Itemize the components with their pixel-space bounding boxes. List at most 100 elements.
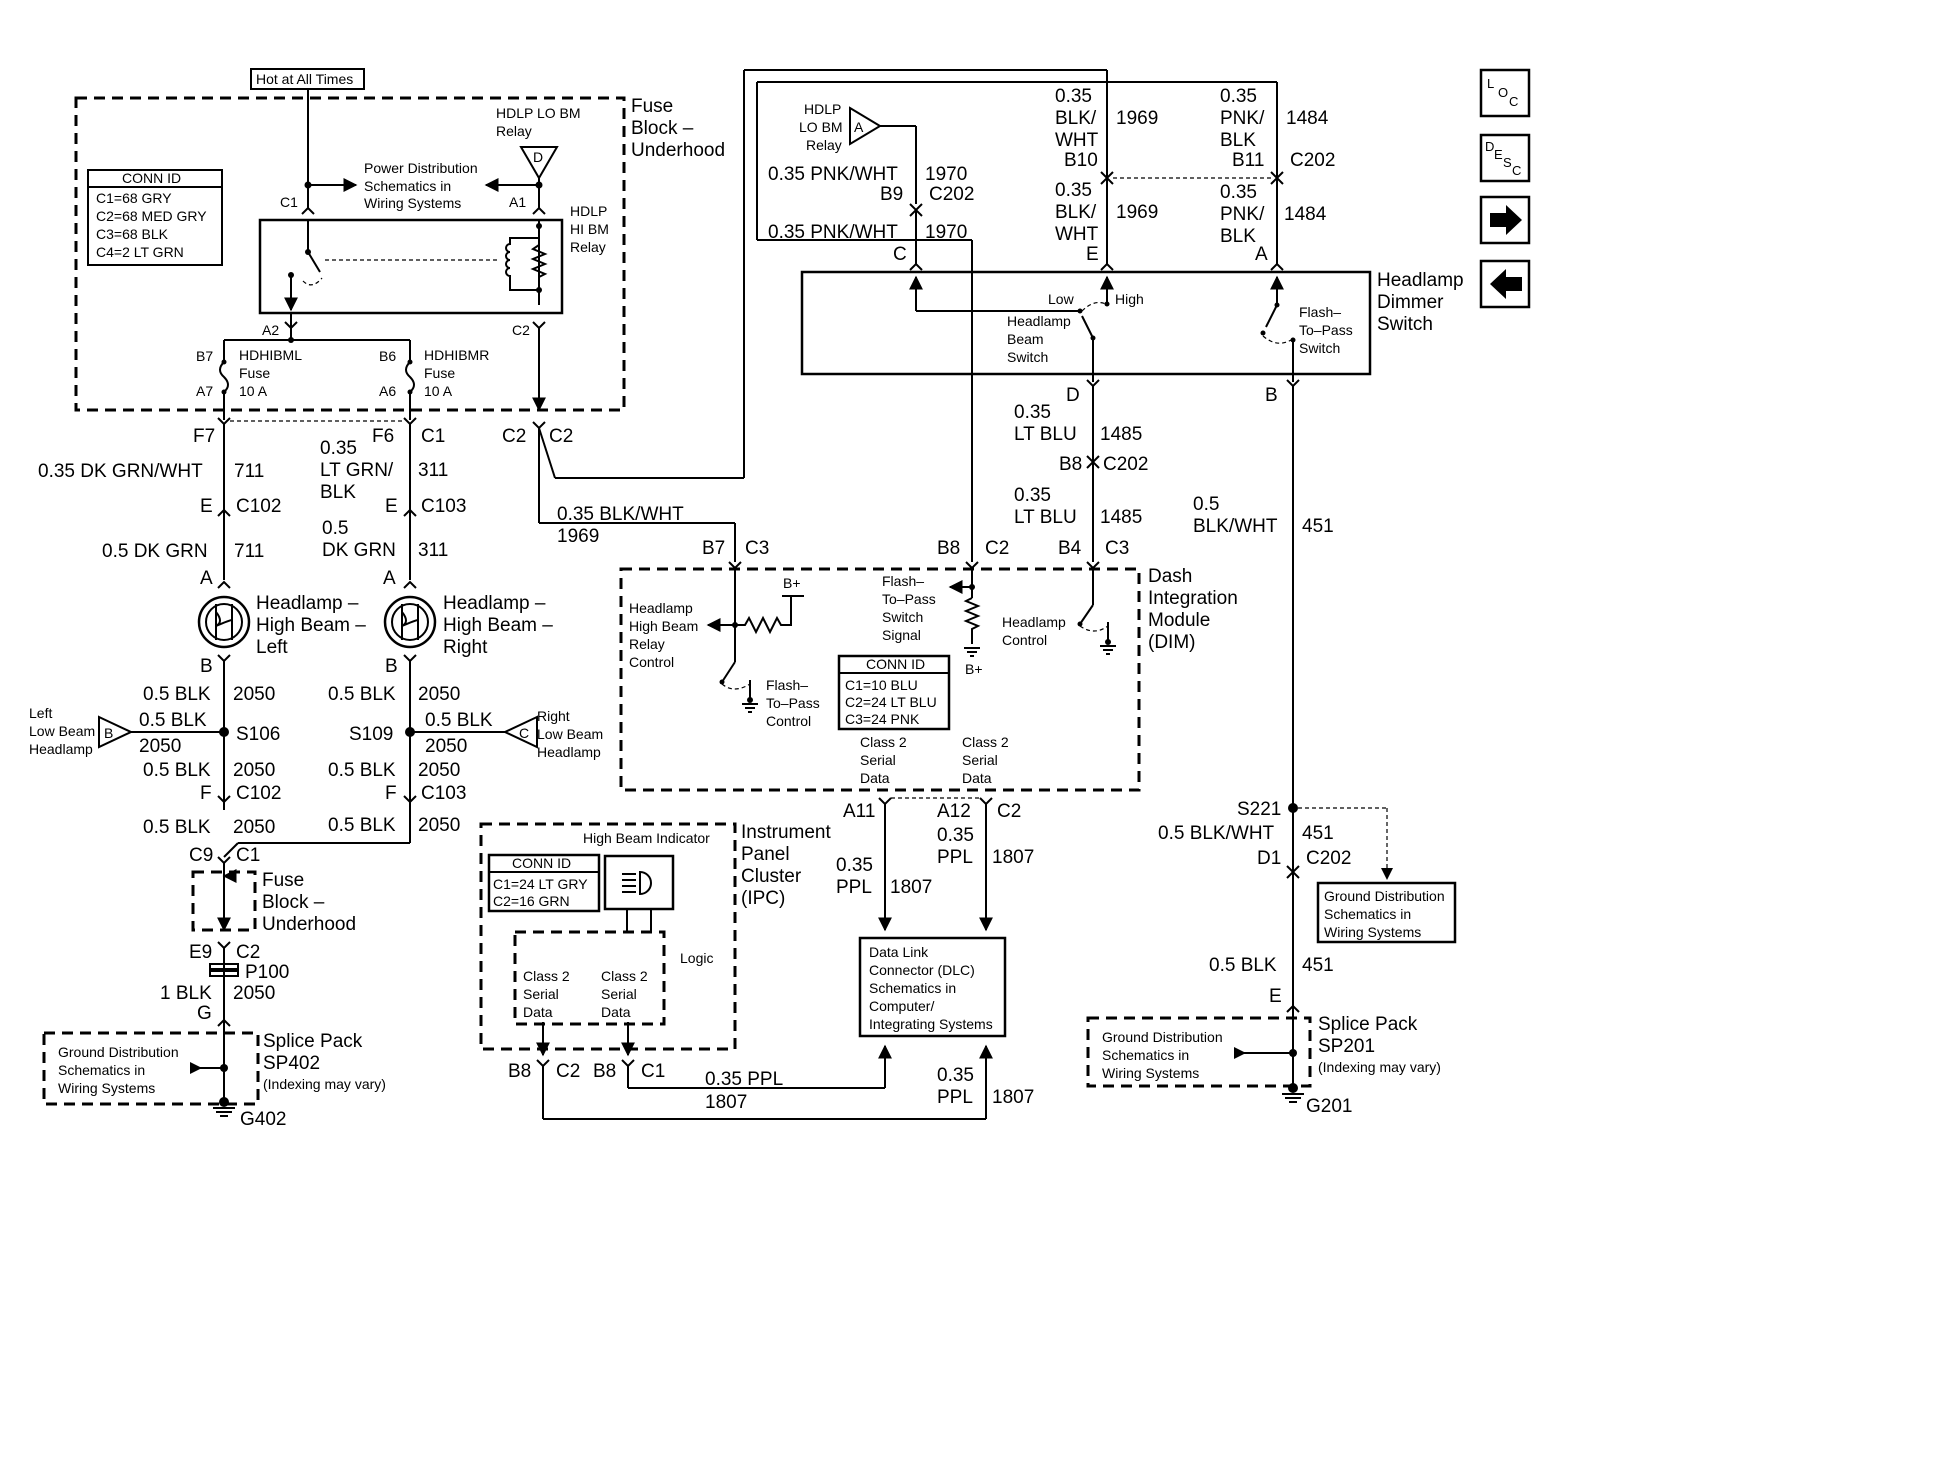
svg-text:Schematics in: Schematics in — [58, 1062, 145, 1078]
ipc-title: Cluster — [741, 866, 802, 887]
headlamp-left-label: Headlamp – — [256, 593, 359, 614]
dim-title: (DIM) — [1148, 632, 1195, 653]
svg-text:S109: S109 — [349, 724, 393, 745]
lo-relay-label: HDLP LO BM — [496, 105, 581, 121]
svg-text:A: A — [200, 568, 213, 589]
svg-text:LO BM: LO BM — [799, 119, 843, 135]
wire-label: 0.5 DK GRN — [102, 541, 208, 562]
wire-label: 0.35 — [1220, 182, 1257, 203]
svg-text:Flash–: Flash– — [766, 677, 808, 693]
svg-text:Block –: Block – — [262, 892, 325, 913]
headlamp-right-label: Right — [443, 637, 488, 658]
ipc-title: Panel — [741, 844, 790, 865]
wire-label: 0.5 BLK — [328, 815, 396, 836]
svg-text:Class 2: Class 2 — [523, 968, 570, 984]
svg-text:S: S — [1503, 155, 1512, 170]
svg-text:E: E — [1494, 147, 1503, 162]
svg-text:HDHIBMR: HDHIBMR — [424, 347, 489, 363]
svg-text:F: F — [385, 783, 397, 804]
dim-conn-id-box — [837, 654, 951, 731]
right-low-beam-connector — [502, 715, 538, 749]
svg-text:Data: Data — [601, 1004, 631, 1020]
svg-text:C2: C2 — [997, 801, 1021, 822]
lo-relay-label: Relay — [496, 123, 532, 139]
wire-label: 0.35 — [1220, 86, 1257, 107]
headlamp-left-label: High Beam – — [256, 615, 366, 636]
svg-text:A: A — [1255, 244, 1268, 265]
ipc-conn-id-box — [487, 853, 601, 913]
circuit-number: 1969 — [1116, 108, 1158, 129]
svg-text:B4: B4 — [1058, 538, 1082, 559]
wire-label: LT BLU — [1014, 507, 1077, 528]
svg-text:Wiring Systems: Wiring Systems — [58, 1080, 155, 1096]
ipc-title: (IPC) — [741, 888, 785, 909]
circuit-number: 2050 — [418, 684, 460, 705]
svg-text:To–Pass: To–Pass — [766, 695, 820, 711]
circuit-number: 1485 — [1100, 507, 1142, 528]
ground-distribution-box — [1316, 881, 1457, 944]
loc-icon[interactable]: LOC — [1479, 68, 1531, 118]
prev-arrow-icon[interactable] — [1479, 259, 1531, 309]
svg-text:High: High — [1115, 291, 1144, 307]
wire-label: 0.35 — [320, 438, 357, 459]
circuit-number: 451 — [1302, 955, 1334, 976]
svg-text:C: C — [1509, 94, 1518, 109]
conn-id-row: C4=2 LT GRN — [96, 244, 184, 260]
svg-text:Ground Distribution: Ground Distribution — [58, 1044, 179, 1060]
svg-text:1807: 1807 — [992, 847, 1034, 868]
ipc-title: Instrument — [741, 822, 831, 843]
wire-label: BLK/WHT — [1193, 516, 1278, 537]
dim-title: Dash — [1148, 566, 1192, 587]
svg-text:Beam: Beam — [1007, 331, 1044, 347]
svg-text:Data: Data — [860, 770, 890, 786]
dimmer-switch-title: Dimmer — [1377, 292, 1444, 313]
svg-text:SP201: SP201 — [1318, 1036, 1375, 1057]
svg-text:D: D — [533, 149, 543, 165]
svg-text:B: B — [104, 725, 113, 741]
circuit-number: 2050 — [425, 736, 467, 757]
hi-relay-label: HI BM — [570, 221, 609, 237]
svg-text:B8: B8 — [508, 1061, 531, 1082]
circuit-number: 1484 — [1284, 204, 1327, 225]
circuit-number: 2050 — [418, 815, 460, 836]
svg-text:Data Link: Data Link — [869, 944, 929, 960]
wire-label: 0.35 — [1055, 180, 1092, 201]
circuit-number: 2050 — [233, 817, 275, 838]
svg-text:PPL: PPL — [937, 847, 973, 868]
svg-text:O: O — [1498, 85, 1508, 100]
wire-label: 0.5 BLK — [328, 760, 396, 781]
svg-text:Switch: Switch — [1007, 349, 1048, 365]
left-low-beam-connector — [98, 715, 134, 749]
circuit-number: 2050 — [139, 736, 181, 757]
wire-label: 1 BLK — [160, 983, 212, 1004]
power-distribution-note: Schematics in — [364, 178, 451, 194]
svg-text:Serial: Serial — [962, 752, 998, 768]
conn-id-box — [87, 169, 223, 266]
svg-text:Schematics in: Schematics in — [1324, 906, 1411, 922]
svg-text:C2: C2 — [236, 942, 260, 963]
wire-label: 0.35 BLK/WHT — [557, 504, 684, 525]
svg-text:D: D — [1066, 385, 1080, 406]
svg-text:C202: C202 — [1290, 150, 1335, 171]
high-beam-indicator-icon — [603, 854, 675, 911]
svg-text:B8: B8 — [593, 1061, 616, 1082]
svg-text:(Indexing may vary): (Indexing may vary) — [1318, 1059, 1441, 1075]
wire-label: 0.5 BLK — [139, 710, 207, 731]
svg-text:C: C — [519, 725, 529, 741]
svg-text:B: B — [385, 656, 398, 677]
svg-text:Splice Pack: Splice Pack — [1318, 1014, 1418, 1035]
svg-text:F6: F6 — [372, 426, 394, 447]
svg-text:F7: F7 — [193, 426, 215, 447]
fuse-left — [219, 361, 229, 393]
svg-text:C2=24 LT BLU: C2=24 LT BLU — [845, 694, 937, 710]
circuit-number: 1969 — [557, 526, 599, 547]
svg-text:B+: B+ — [783, 575, 801, 591]
svg-text:0.35: 0.35 — [937, 825, 974, 846]
svg-text:Low: Low — [1048, 291, 1075, 307]
svg-text:SP402: SP402 — [263, 1053, 320, 1074]
svg-text:C1: C1 — [236, 845, 260, 866]
svg-text:A7: A7 — [196, 383, 213, 399]
circuit-number: 2050 — [233, 760, 275, 781]
next-arrow-icon[interactable] — [1479, 195, 1531, 245]
